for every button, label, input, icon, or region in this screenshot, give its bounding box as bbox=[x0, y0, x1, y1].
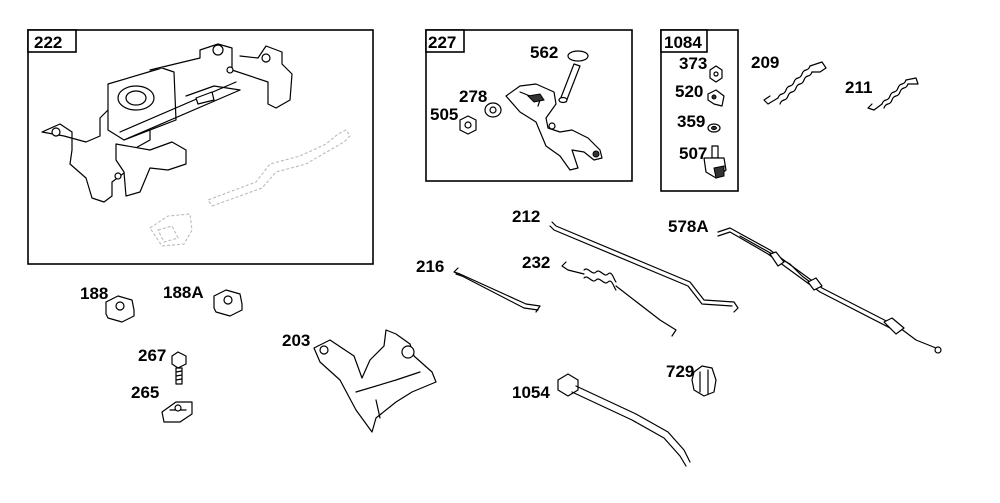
part-211-spring bbox=[867, 77, 919, 111]
part-1054-cable-tie bbox=[557, 373, 691, 467]
part-label-216: 216 bbox=[416, 257, 444, 276]
part-520-clip bbox=[707, 89, 725, 107]
part-label-507: 507 bbox=[679, 144, 707, 163]
part-label-1054: 1054 bbox=[512, 383, 550, 402]
group-227: 227 562 278 505 bbox=[425, 29, 633, 182]
group-222: 222 bbox=[27, 29, 374, 265]
part-label-505: 505 bbox=[430, 105, 458, 124]
part-203-plate bbox=[313, 329, 437, 433]
part-label-373: 373 bbox=[679, 54, 707, 73]
part-label-278: 278 bbox=[459, 87, 487, 106]
group-1084-label: 1084 bbox=[664, 33, 702, 52]
part-212-rod bbox=[549, 221, 739, 313]
part-label-562: 562 bbox=[530, 43, 558, 62]
part-label-211: 211 bbox=[845, 78, 872, 97]
part-label-578A: 578A bbox=[668, 217, 709, 236]
part-216-link-rod bbox=[453, 267, 541, 313]
part-505-nut bbox=[459, 115, 477, 135]
part-278-washer bbox=[484, 102, 502, 118]
part-label-188: 188 bbox=[80, 284, 108, 303]
group-222-label: 222 bbox=[34, 33, 62, 52]
part-label-203: 203 bbox=[282, 331, 310, 350]
part-label-520: 520 bbox=[675, 82, 703, 101]
part-562-bolt bbox=[558, 50, 589, 104]
part-label-209: 209 bbox=[751, 53, 779, 72]
part-227-bracket bbox=[505, 83, 603, 171]
part-label-188A: 188A bbox=[163, 283, 204, 302]
control-bracket-drawing bbox=[41, 43, 351, 247]
part-label-359: 359 bbox=[677, 112, 705, 131]
part-373-nut bbox=[709, 65, 723, 83]
part-507-stud bbox=[703, 145, 727, 179]
part-209-spring bbox=[763, 61, 827, 105]
part-188-bolt bbox=[105, 295, 135, 323]
part-label-267: 267 bbox=[138, 346, 166, 365]
part-label-729: 729 bbox=[666, 362, 694, 381]
part-359-washer bbox=[707, 123, 721, 133]
part-578A-cable bbox=[717, 227, 942, 354]
group-227-label: 227 bbox=[428, 33, 456, 52]
part-label-212: 212 bbox=[512, 207, 540, 226]
part-188A-bolt bbox=[213, 289, 243, 317]
part-267-screw bbox=[171, 351, 187, 385]
part-label-232: 232 bbox=[522, 253, 550, 272]
part-265-clamp bbox=[161, 401, 193, 423]
part-232-spring-rod bbox=[561, 261, 677, 337]
part-label-265: 265 bbox=[131, 383, 159, 402]
part-729-clip bbox=[691, 365, 717, 397]
group-1084: 1084 373 520 359 507 bbox=[660, 29, 739, 192]
